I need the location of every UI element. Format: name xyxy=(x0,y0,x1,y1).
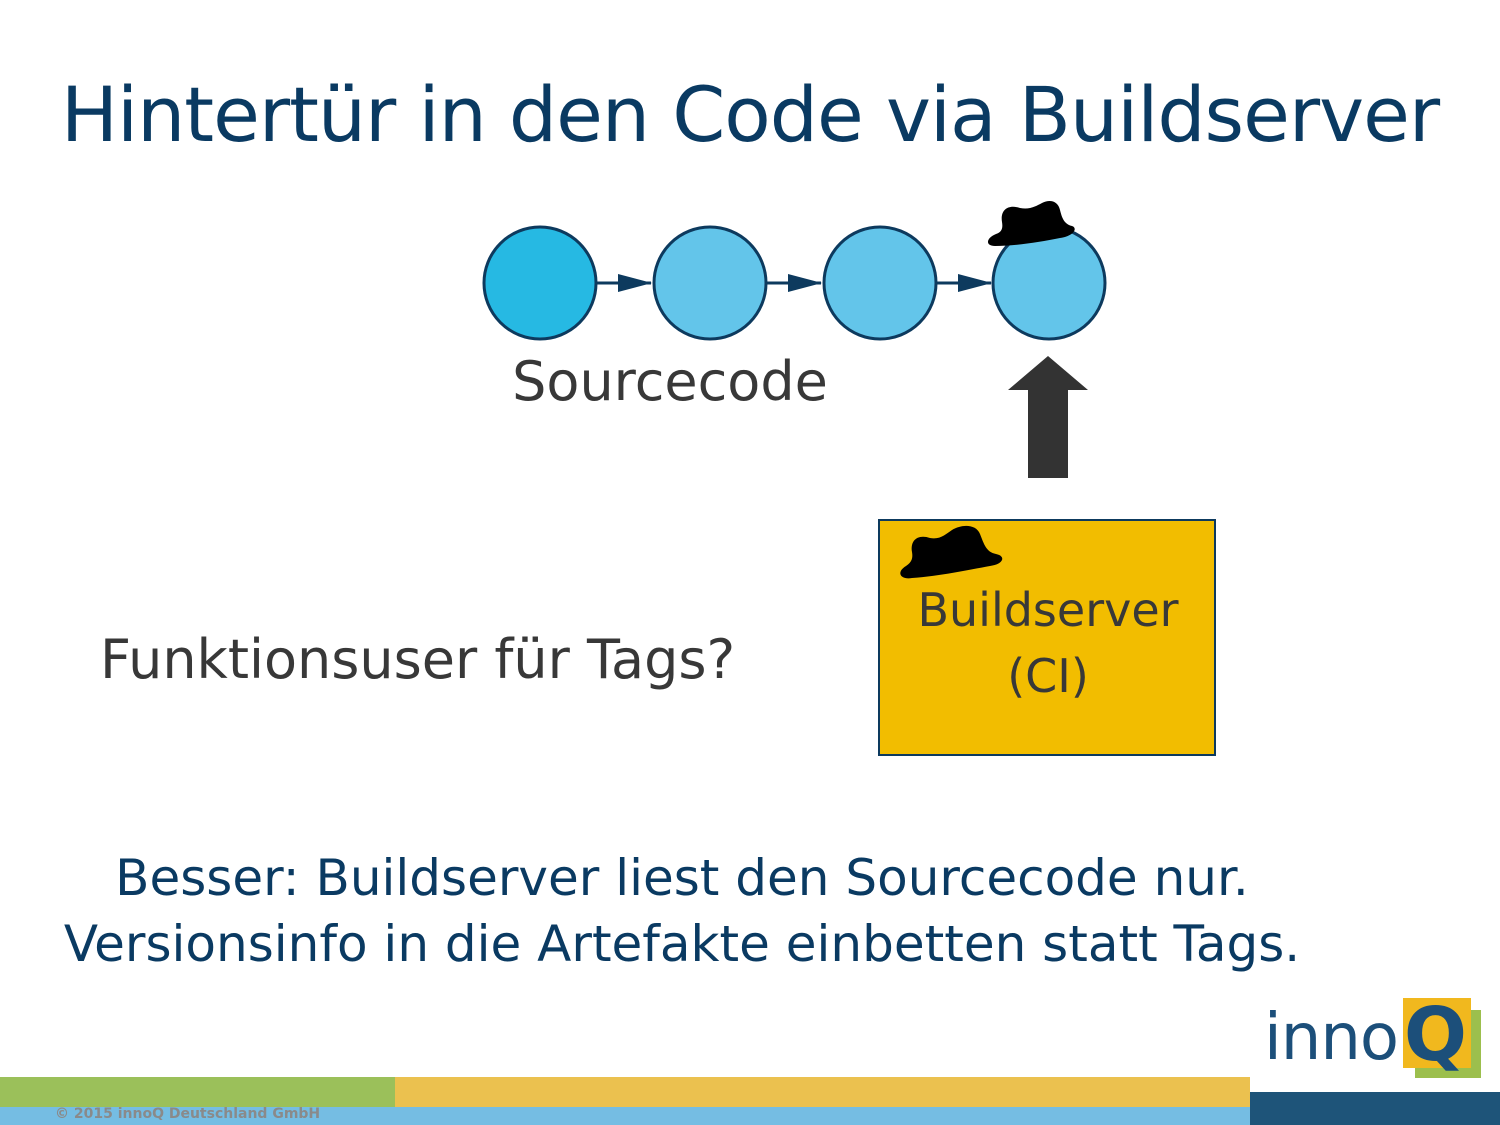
commit-nodes xyxy=(482,225,1107,341)
footer-band-yellow xyxy=(395,1077,1250,1107)
sourcecode-label: Sourcecode xyxy=(512,350,828,413)
commit-node-1 xyxy=(482,225,598,341)
logo-text: inno xyxy=(1264,1001,1399,1075)
commit-arrowhead-3 xyxy=(958,274,992,292)
logo-q: Q xyxy=(1404,992,1467,1078)
up-arrow-icon xyxy=(1008,356,1088,478)
commit-arrowhead-2 xyxy=(788,274,822,292)
conclusion-line-1: Besser: Buildserver liest den Sourcecode… xyxy=(115,849,1249,907)
commit-node-2 xyxy=(652,225,768,341)
conclusion-text: Besser: Buildserver liest den Sourcecode… xyxy=(0,845,1364,977)
conclusion-line-2: Versionsinfo in die Artefakte einbetten … xyxy=(63,915,1301,973)
logo-q-box xyxy=(1403,998,1471,1068)
commit-arrowhead-1 xyxy=(618,274,652,292)
footer-band-light-blue xyxy=(0,1107,1250,1125)
innoq-logo: inno Q xyxy=(1262,992,1492,1086)
commit-arrows xyxy=(597,274,992,292)
copyright-text: © 2015 innoQ Deutschland GmbH xyxy=(55,1106,321,1122)
black-hat-icon xyxy=(987,201,1075,246)
buildserver-label-line1: Buildserver xyxy=(917,583,1178,637)
buildserver-label-line2: (CI) xyxy=(1007,649,1089,703)
buildserver-black-hat-icon xyxy=(900,525,1003,579)
footer-band-green xyxy=(0,1077,395,1107)
commit-node-3 xyxy=(822,225,938,341)
slide-title: Hintertür in den Code via Buildserver xyxy=(60,70,1440,159)
footer-band-dark-blue xyxy=(1250,1092,1500,1125)
question-text: Funktionsuser für Tags? xyxy=(100,628,736,691)
